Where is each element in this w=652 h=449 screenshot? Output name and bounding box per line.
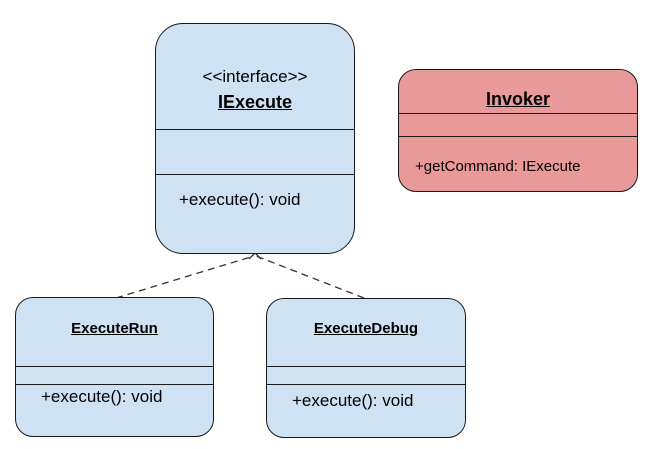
attributes-divider bbox=[399, 113, 637, 114]
invoker-class-name: Invoker bbox=[485, 89, 551, 109]
executerun-method-execute: +execute(): void bbox=[41, 387, 163, 406]
iexecute-class-name: IExecute bbox=[217, 92, 293, 112]
interface-stereotype: <<interface>> bbox=[202, 67, 308, 86]
methods-divider bbox=[267, 384, 465, 385]
iexecute-method-execute: +execute(): void bbox=[179, 190, 301, 209]
attributes-divider bbox=[156, 129, 354, 130]
methods-divider bbox=[156, 174, 354, 175]
attributes-divider bbox=[267, 366, 465, 367]
invoker-method-getcommand: +getCommand: IExecute bbox=[415, 158, 581, 175]
executerun-class-box[interactable]: ExecuteRun +execute(): void bbox=[15, 297, 214, 437]
methods-divider bbox=[399, 136, 637, 137]
run-to-interface-dashed-line bbox=[115, 255, 255, 299]
executerun-class-name: ExecuteRun bbox=[71, 320, 158, 337]
invoker-class-box[interactable]: Invoker +getCommand: IExecute bbox=[398, 69, 638, 192]
attributes-divider bbox=[16, 366, 213, 367]
methods-divider bbox=[16, 384, 213, 385]
executedebug-class-name: ExecuteDebug bbox=[313, 320, 419, 337]
iexecute-interface-box[interactable]: <<interface>> IExecute +execute(): void bbox=[155, 23, 355, 254]
debug-to-interface-dashed-line bbox=[255, 255, 365, 299]
executedebug-method-execute: +execute(): void bbox=[292, 391, 414, 410]
executedebug-class-box[interactable]: ExecuteDebug +execute(): void bbox=[266, 298, 466, 438]
